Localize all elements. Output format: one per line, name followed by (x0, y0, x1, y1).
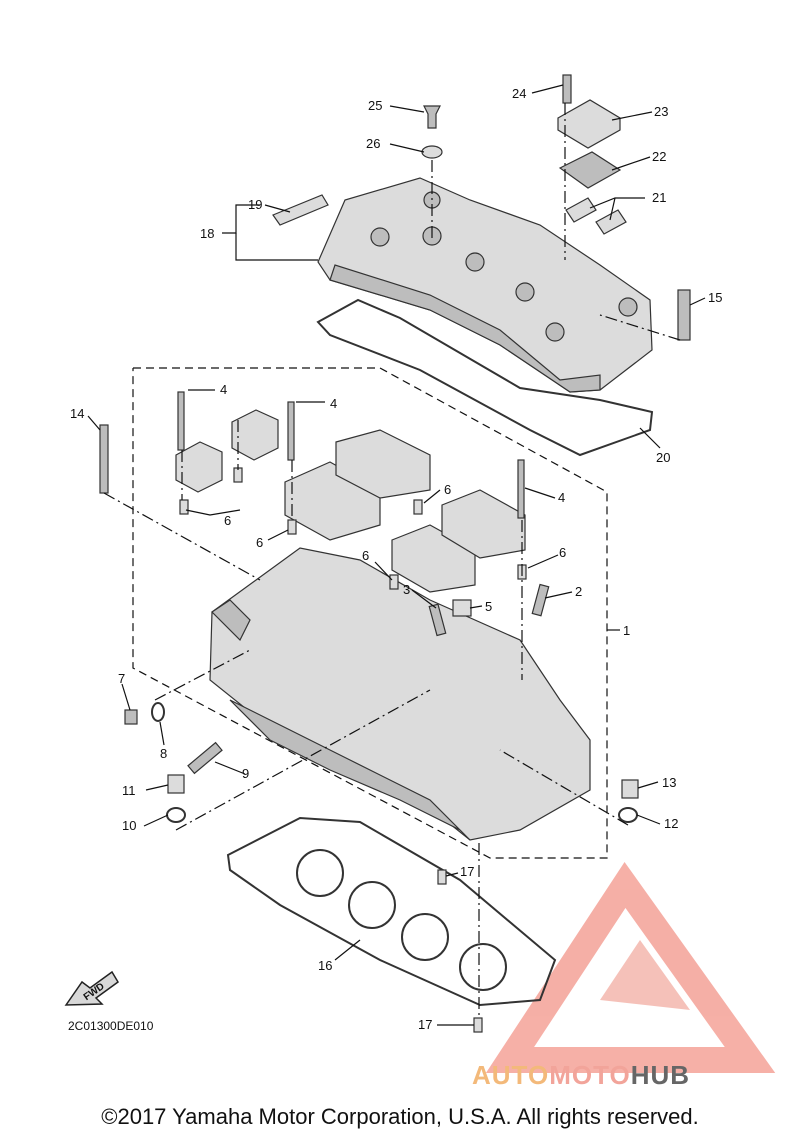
leader-lines (87, 84, 706, 1026)
callout-label: 5 (485, 599, 492, 614)
callout-label: 26 (366, 136, 380, 151)
studs-and-nuts (187, 583, 550, 775)
callout-label: 2 (575, 584, 582, 599)
copyright-notice: ©2017 Yamaha Motor Corporation, U.S.A. A… (101, 1104, 699, 1129)
callout-label: 6 (444, 482, 451, 497)
callout-label: 1 (623, 623, 630, 638)
callout-label: 8 (160, 746, 167, 761)
callout-numbers: 1 2 3 4 4 4 5 6 6 6 6 6 7 8 9 10 11 12 1… (70, 86, 722, 1032)
callout-label: 24 (512, 86, 526, 101)
callout-label: 7 (118, 671, 125, 686)
callout-label: 16 (318, 958, 332, 973)
callout-label: 4 (558, 490, 565, 505)
watermark-brand: AUTOMOTOHUB (472, 1060, 690, 1091)
callout-label: 14 (70, 406, 84, 421)
callout-label: 12 (664, 816, 678, 831)
catalog-code: 2C01300DE010 (68, 1019, 154, 1033)
cylinder-head-cover (317, 177, 653, 393)
callout-label: 20 (656, 450, 670, 465)
callout-label: 4 (220, 382, 227, 397)
head-cover-gasket (316, 298, 654, 457)
callout-label: 6 (256, 535, 263, 550)
dowel-pin-17a (437, 869, 447, 885)
callout-label: 23 (654, 104, 668, 119)
camshaft-caps (175, 409, 526, 593)
callout-label: 4 (330, 396, 337, 411)
watermark-brand-part3: HUB (630, 1060, 691, 1090)
callout-label: 21 (652, 190, 666, 205)
callout-label: 9 (242, 766, 249, 781)
callout-label: 6 (362, 548, 369, 563)
callout-label: 17 (418, 1017, 432, 1032)
assembly-boundary (132, 367, 608, 859)
cylinder-head-gasket (226, 816, 557, 1007)
spark-plug (677, 289, 691, 341)
callout-label: 6 (559, 545, 566, 560)
callout-label: 6 (224, 513, 231, 528)
callout-label: 25 (368, 98, 382, 113)
watermark-brand-part2: MOTO (549, 1060, 631, 1090)
callout-label: 19 (248, 197, 262, 212)
cylinder-head (209, 547, 591, 841)
dowel-pin-17b (473, 1017, 483, 1033)
watermark-logo (485, 862, 776, 1073)
callout-label: 10 (122, 818, 136, 833)
callout-label: 15 (708, 290, 722, 305)
callout-label: 13 (662, 775, 676, 790)
callout-label: 17 (460, 864, 474, 879)
callout-label: 22 (652, 149, 666, 164)
callout-label: 18 (200, 226, 214, 241)
callout-label: 3 (403, 582, 410, 597)
forward-direction-arrow: FWD (64, 970, 119, 1006)
alignment-lines (103, 103, 681, 1018)
callout-label: 11 (122, 783, 136, 798)
watermark-brand-part1: AUTO (472, 1060, 550, 1090)
